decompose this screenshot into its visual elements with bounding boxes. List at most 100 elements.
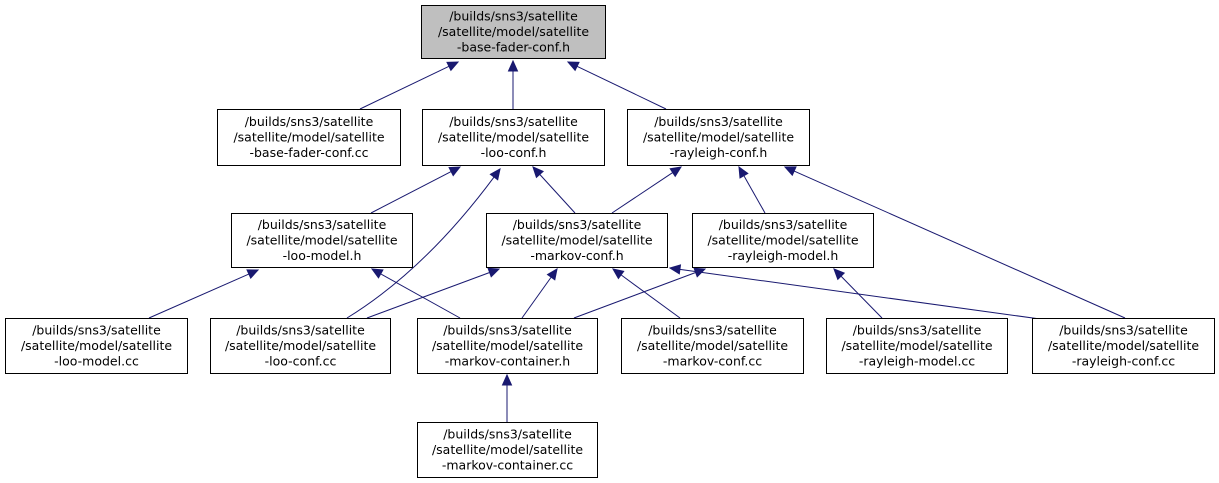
node-label-line: /satellite/model/satellite bbox=[637, 338, 788, 353]
edge-line bbox=[346, 176, 495, 319]
edge-line bbox=[148, 273, 250, 319]
node-label-line: /builds/sns3/satellite bbox=[648, 322, 777, 337]
node-label-line: -rayleigh-conf.cc bbox=[1072, 353, 1175, 368]
node-label-line: /satellite/model/satellite bbox=[501, 232, 652, 247]
node-label-line: /satellite/model/satellite bbox=[246, 232, 397, 247]
node-label-line: -rayleigh-model.h bbox=[728, 248, 839, 263]
node-label-line: /builds/sns3/satellite bbox=[443, 426, 572, 441]
node-rayleigh-conf-cc[interactable]: /builds/sns3/satellite/satellite/model/s… bbox=[1032, 318, 1215, 374]
node-label-line: /builds/sns3/satellite bbox=[32, 322, 161, 337]
edge-line bbox=[380, 273, 461, 319]
edge-loo-model-h-to-loo-conf-h bbox=[370, 166, 462, 214]
edge-markov-container-cc-to-markov-container-h bbox=[501, 373, 513, 422]
node-label-line: /satellite/model/satellite bbox=[233, 129, 384, 144]
node-box bbox=[826, 318, 1008, 374]
node-label-line: /builds/sns3/satellite bbox=[513, 217, 642, 232]
node-label-line: -markov-container.h bbox=[445, 353, 570, 368]
node-rayleigh-model-h[interactable]: /builds/sns3/satellite/satellite/model/s… bbox=[692, 213, 874, 268]
edge-rayleigh-conf-cc-to-markov-conf-h bbox=[668, 264, 1041, 320]
node-box bbox=[692, 213, 874, 268]
edge-line bbox=[679, 268, 1041, 320]
node-label-line: /satellite/model/satellite bbox=[438, 129, 589, 144]
edge-loo-conf-cc-to-markov-conf-h bbox=[366, 267, 501, 319]
node-loo-conf-cc[interactable]: /builds/sns3/satellite/satellite/model/s… bbox=[210, 318, 391, 374]
node-box bbox=[417, 422, 598, 478]
edge-line bbox=[840, 275, 883, 319]
node-rayleigh-conf-h[interactable]: /builds/sns3/satellite/satellite/model/s… bbox=[627, 109, 810, 166]
arrow-head-icon bbox=[669, 166, 683, 178]
edge-line bbox=[576, 65, 667, 110]
edge-loo-conf-cc-to-loo-conf-h bbox=[346, 168, 501, 319]
arrow-head-icon bbox=[783, 166, 797, 177]
arrow-head-icon bbox=[612, 268, 625, 280]
arrow-head-icon bbox=[501, 373, 513, 386]
node-label-line: /satellite/model/satellite bbox=[438, 24, 589, 39]
edge-markov-conf-h-to-loo-conf-h bbox=[532, 166, 576, 214]
node-loo-conf-h[interactable]: /builds/sns3/satellite/satellite/model/s… bbox=[422, 109, 605, 166]
node-box bbox=[217, 109, 401, 166]
node-box bbox=[5, 318, 188, 374]
node-base-fader-conf-cc[interactable]: /builds/sns3/satellite/satellite/model/s… bbox=[217, 109, 401, 166]
edge-rayleigh-conf-cc-to-rayleigh-conf-h bbox=[783, 166, 1126, 319]
node-label-line: -markov-conf.h bbox=[530, 248, 623, 263]
arrow-head-icon bbox=[546, 268, 558, 281]
edge-markov-conf-h-to-rayleigh-conf-h bbox=[611, 166, 683, 214]
node-label-line: /builds/sns3/satellite bbox=[654, 114, 783, 129]
edge-line bbox=[743, 175, 766, 214]
edge-markov-container-h-to-markov-conf-h bbox=[521, 268, 558, 319]
node-label-line: /builds/sns3/satellite bbox=[449, 8, 578, 23]
node-label-line: /satellite/model/satellite bbox=[432, 442, 583, 457]
arrow-head-icon bbox=[446, 61, 460, 72]
edge-line bbox=[370, 171, 452, 214]
edge-line bbox=[366, 272, 490, 319]
node-label-line: -loo-conf.cc bbox=[265, 353, 337, 368]
node-label-line: -markov-container.cc bbox=[442, 457, 573, 472]
node-markov-conf-cc[interactable]: /builds/sns3/satellite/satellite/model/s… bbox=[621, 318, 804, 374]
arrow-head-icon bbox=[532, 166, 545, 179]
node-label-line: -base-fader-conf.cc bbox=[249, 145, 368, 160]
edge-rayleigh-conf-h-to-base-fader-conf-h bbox=[566, 61, 667, 110]
node-label-line: -rayleigh-conf.h bbox=[670, 145, 768, 160]
edge-line bbox=[793, 170, 1126, 319]
edge-markov-container-h-to-loo-model-h bbox=[370, 268, 461, 319]
node-markov-container-h[interactable]: /builds/sns3/satellite/satellite/model/s… bbox=[417, 318, 598, 374]
arrow-head-icon bbox=[489, 168, 501, 181]
node-box bbox=[486, 213, 668, 268]
arrow-head-icon bbox=[738, 165, 749, 179]
arrow-head-icon bbox=[566, 61, 580, 72]
edge-line bbox=[620, 274, 681, 319]
node-label-line: /builds/sns3/satellite bbox=[449, 114, 578, 129]
node-label-line: /builds/sns3/satellite bbox=[719, 217, 848, 232]
node-label-line: /builds/sns3/satellite bbox=[443, 322, 572, 337]
edge-line bbox=[521, 276, 552, 319]
arrow-head-icon bbox=[370, 268, 384, 279]
node-label-line: -markov-conf.cc bbox=[663, 353, 762, 368]
node-box bbox=[421, 5, 606, 59]
node-loo-model-h[interactable]: /builds/sns3/satellite/satellite/model/s… bbox=[231, 213, 413, 268]
edge-loo-model-cc-to-loo-model-h bbox=[148, 269, 260, 319]
node-label-line: /builds/sns3/satellite bbox=[258, 217, 387, 232]
edge-base-fader-conf-cc-to-base-fader-conf-h bbox=[359, 61, 460, 110]
node-label-line: -rayleigh-model.cc bbox=[859, 353, 975, 368]
node-rayleigh-model-cc[interactable]: /builds/sns3/satellite/satellite/model/s… bbox=[826, 318, 1008, 374]
node-markov-container-cc[interactable]: /builds/sns3/satellite/satellite/model/s… bbox=[417, 422, 598, 478]
node-label-line: -base-fader-conf.h bbox=[457, 39, 570, 54]
node-box bbox=[231, 213, 413, 268]
edge-markov-container-h-to-rayleigh-model-h bbox=[573, 267, 707, 319]
node-loo-model-cc[interactable]: /builds/sns3/satellite/satellite/model/s… bbox=[5, 318, 188, 374]
node-label-line: /satellite/model/satellite bbox=[225, 338, 376, 353]
arrow-head-icon bbox=[693, 267, 707, 278]
nodes-layer: /builds/sns3/satellite/satellite/model/s… bbox=[5, 5, 1215, 478]
edge-rayleigh-model-h-to-rayleigh-conf-h bbox=[738, 165, 766, 214]
node-box bbox=[210, 318, 391, 374]
edge-markov-conf-cc-to-markov-conf-h bbox=[612, 268, 681, 319]
node-box bbox=[422, 109, 605, 166]
arrow-head-icon bbox=[246, 269, 260, 280]
node-base-fader-conf-h[interactable]: /builds/sns3/satellite/satellite/model/s… bbox=[421, 5, 606, 59]
node-markov-conf-h[interactable]: /builds/sns3/satellite/satellite/model/s… bbox=[486, 213, 668, 268]
node-box bbox=[627, 109, 810, 166]
node-label-line: /satellite/model/satellite bbox=[643, 129, 794, 144]
edge-line bbox=[573, 272, 696, 319]
node-label-line: /satellite/model/satellite bbox=[1048, 338, 1199, 353]
